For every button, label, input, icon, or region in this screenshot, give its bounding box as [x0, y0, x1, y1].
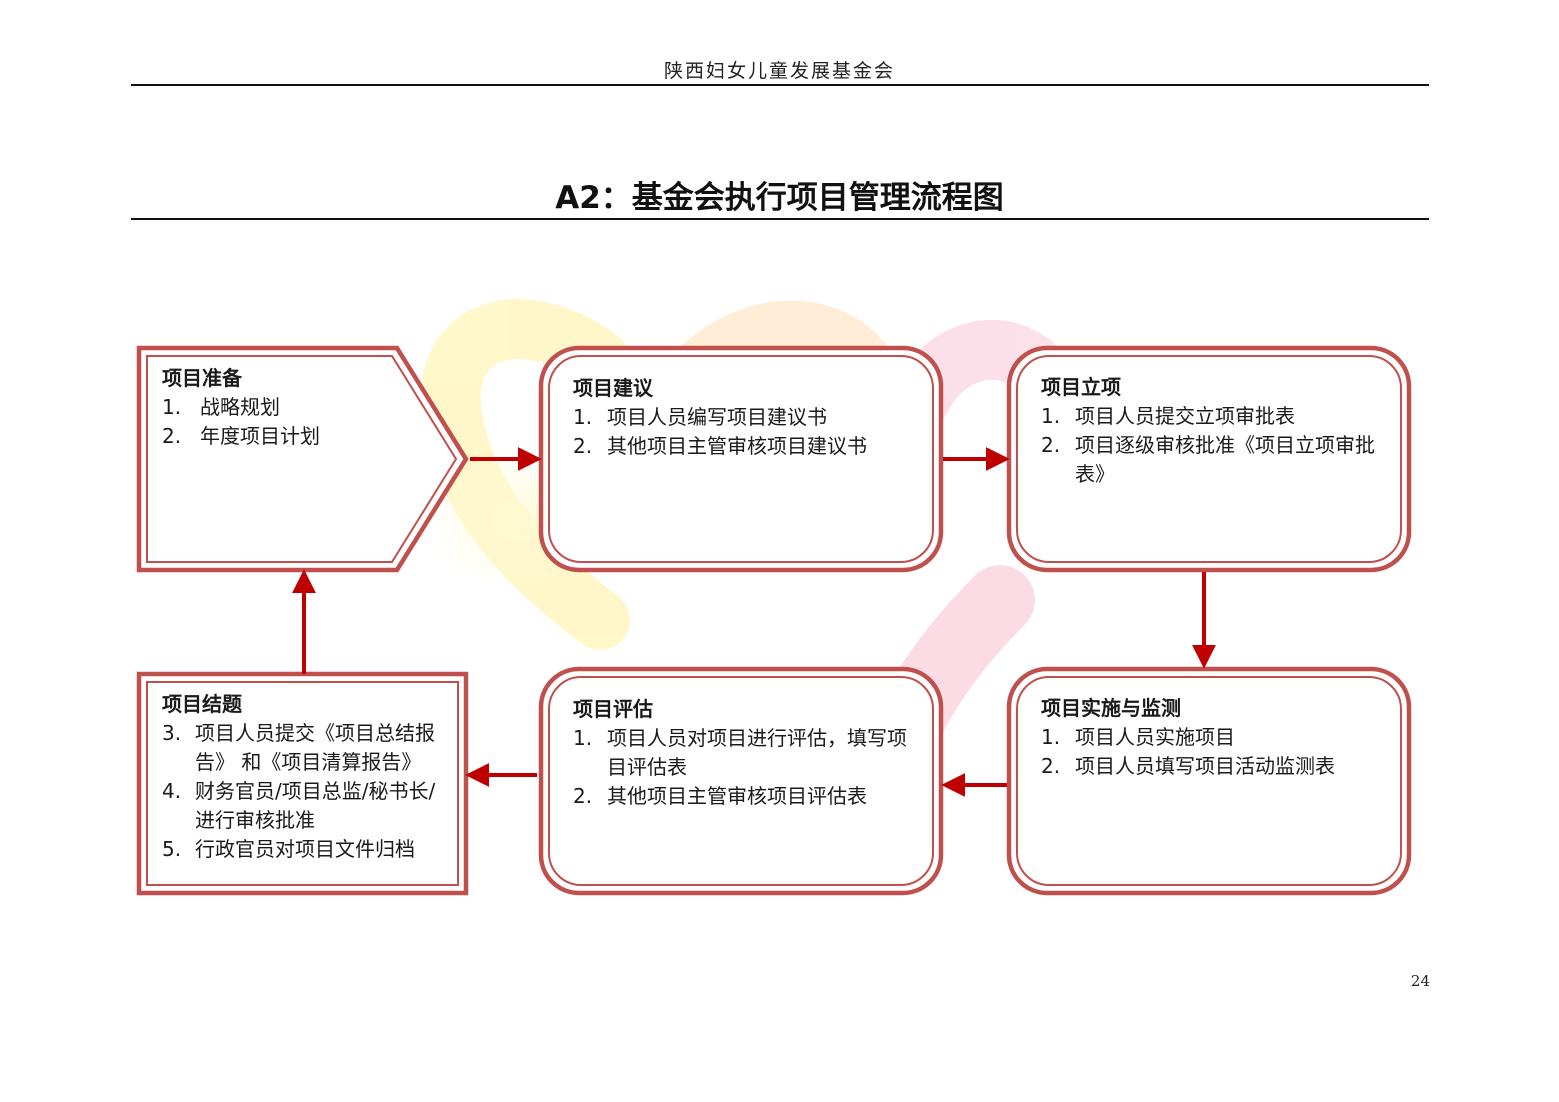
step-1-item-number: 1.	[162, 395, 182, 419]
step-3-title: 项目立项	[1041, 375, 1121, 399]
step-3-item-text: 项目逐级审核批准《项目立项审批表》	[1075, 433, 1375, 486]
step-6-item: 3. 项目人员提交《项目总结报告》 和《项目清算报告》	[162, 719, 450, 777]
step-5-item-number: 1.	[573, 726, 593, 750]
step-2-item-text: 项目人员编写项目建议书	[607, 405, 827, 429]
step-4-title: 项目实施与监测	[1041, 696, 1181, 720]
step-6-content: 项目结题 3. 项目人员提交《项目总结报告》 和《项目清算报告》 4. 财务官员/项…	[162, 690, 450, 864]
step-1-item-text: 战略规划	[200, 395, 280, 419]
step-4-content: 项目实施与监测 1. 项目人员实施项目 2. 项目人员填写项目活动监测表	[1041, 694, 1386, 781]
step-5-item-text: 项目人员对项目进行评估，填写项目评估表	[607, 726, 907, 779]
step-1-title: 项目准备	[162, 366, 242, 390]
step-4-item: 1. 项目人员实施项目	[1041, 723, 1386, 752]
step-5-item-number: 2.	[573, 784, 593, 808]
step-box-3	[1006, 345, 1412, 573]
step-3-item: 2. 项目逐级审核批准《项目立项审批表》	[1041, 431, 1386, 489]
step-1-item-number: 2.	[162, 424, 182, 448]
step-1-item: 2. 年度项目计划	[162, 422, 442, 451]
step-6-item-text: 行政官员对项目文件归档	[195, 837, 415, 861]
step-2-content: 项目建议 1. 项目人员编写项目建议书 2. 其他项目主管审核项目建议书	[573, 374, 918, 461]
step-6-item: 5. 行政官员对项目文件归档	[162, 835, 450, 864]
title-rule	[131, 218, 1429, 220]
step-2-item-text: 其他项目主管审核项目建议书	[607, 434, 867, 458]
header-rule	[131, 84, 1429, 86]
step-6-item-number: 5.	[162, 837, 182, 861]
step-box-5	[538, 666, 944, 896]
step-5-item: 2. 其他项目主管审核项目评估表	[573, 782, 918, 811]
step-2-item-number: 1.	[573, 405, 593, 429]
page-title: A2：基金会执行项目管理流程图	[555, 180, 1004, 216]
step-4-item-text: 项目人员填写项目活动监测表	[1075, 754, 1335, 778]
page-number: 24	[1410, 972, 1430, 990]
step-1-item: 1. 战略规划	[162, 393, 442, 422]
step-5-item: 1. 项目人员对项目进行评估，填写项目评估表	[573, 724, 918, 782]
step-4-item: 2. 项目人员填写项目活动监测表	[1041, 752, 1386, 781]
step-3-item-text: 项目人员提交立项审批表	[1075, 404, 1295, 428]
step-box-4	[1006, 666, 1412, 896]
step-6-item-number: 4.	[162, 779, 182, 803]
step-5-title: 项目评估	[573, 697, 653, 721]
step-6-item-text: 项目人员提交《项目总结报告》 和《项目清算报告》	[195, 721, 435, 774]
step-6-item: 4. 财务官员/项目总监/秘书长/进行审核批准	[162, 777, 450, 835]
step-4-item-number: 2.	[1041, 754, 1061, 778]
step-6-item-number: 3.	[162, 721, 182, 745]
step-box-6	[136, 671, 469, 896]
header-organization: 陕西妇女儿童发展基金会	[663, 60, 895, 82]
step-box-1	[136, 345, 469, 573]
step-2-title: 项目建议	[573, 376, 653, 400]
step-2-item: 1. 项目人员编写项目建议书	[573, 403, 918, 432]
step-3-content: 项目立项 1. 项目人员提交立项审批表 2. 项目逐级审核批准《项目立项审批表》	[1041, 373, 1386, 489]
step-5-item-text: 其他项目主管审核项目评估表	[607, 784, 867, 808]
step-5-content: 项目评估 1. 项目人员对项目进行评估，填写项目评估表 2. 其他项目主管审核项目评…	[573, 695, 918, 811]
step-4-item-text: 项目人员实施项目	[1075, 725, 1235, 749]
step-1-item-text: 年度项目计划	[200, 424, 320, 448]
step-6-title: 项目结题	[162, 692, 242, 716]
step-3-item-number: 1.	[1041, 404, 1061, 428]
step-3-item-number: 2.	[1041, 433, 1061, 457]
step-6-item-text: 财务官员/项目总监/秘书长/进行审核批准	[195, 779, 436, 832]
step-2-item: 2. 其他项目主管审核项目建议书	[573, 432, 918, 461]
step-4-item-number: 1.	[1041, 725, 1061, 749]
step-2-item-number: 2.	[573, 434, 593, 458]
step-1-content: 项目准备 1. 战略规划 2. 年度项目计划	[162, 364, 442, 451]
step-3-item: 1. 项目人员提交立项审批表	[1041, 402, 1386, 431]
